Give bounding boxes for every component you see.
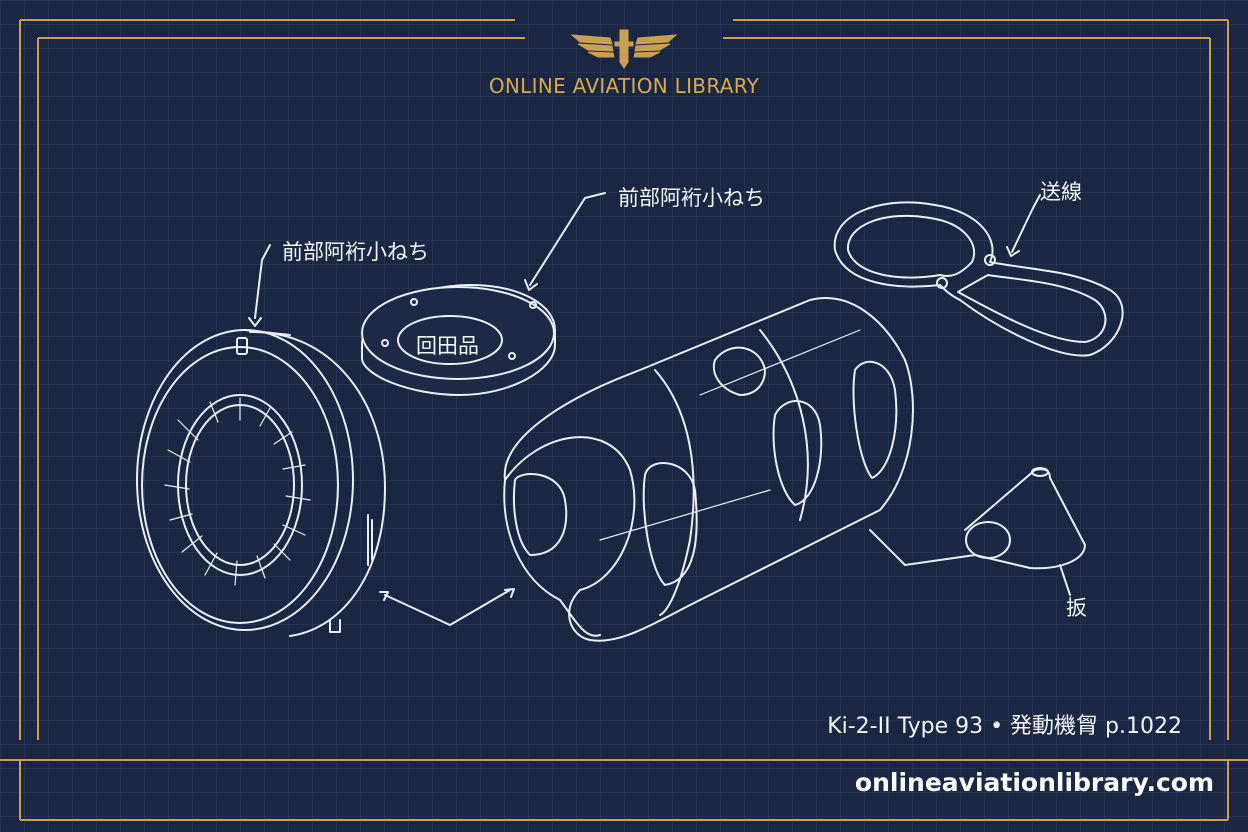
figure-caption: Ki-2-II Type 93 • 発動機胷 p.1022 xyxy=(827,714,1182,739)
front-plate-drawing xyxy=(361,283,556,397)
front-plate-label: 前部阿裄小ねち xyxy=(618,186,765,210)
plate-center-label: 回田品 xyxy=(416,334,479,358)
leader-lines xyxy=(248,192,1071,626)
bracket-label: 送線 xyxy=(1040,180,1082,204)
engine-ring-label: 前部阿裄小ねち xyxy=(282,240,429,264)
spinner-cone-drawing xyxy=(964,467,1086,570)
spinner-label: 扳 xyxy=(1066,596,1087,620)
library-title: ONLINE AVIATION LIBRARY xyxy=(488,74,760,98)
engine-ring-drawing xyxy=(136,329,386,637)
footer-url[interactable]: onlineaviationlibrary.com xyxy=(854,768,1214,797)
cowling-drawing xyxy=(503,297,914,642)
bracket-drawing xyxy=(833,201,1124,357)
